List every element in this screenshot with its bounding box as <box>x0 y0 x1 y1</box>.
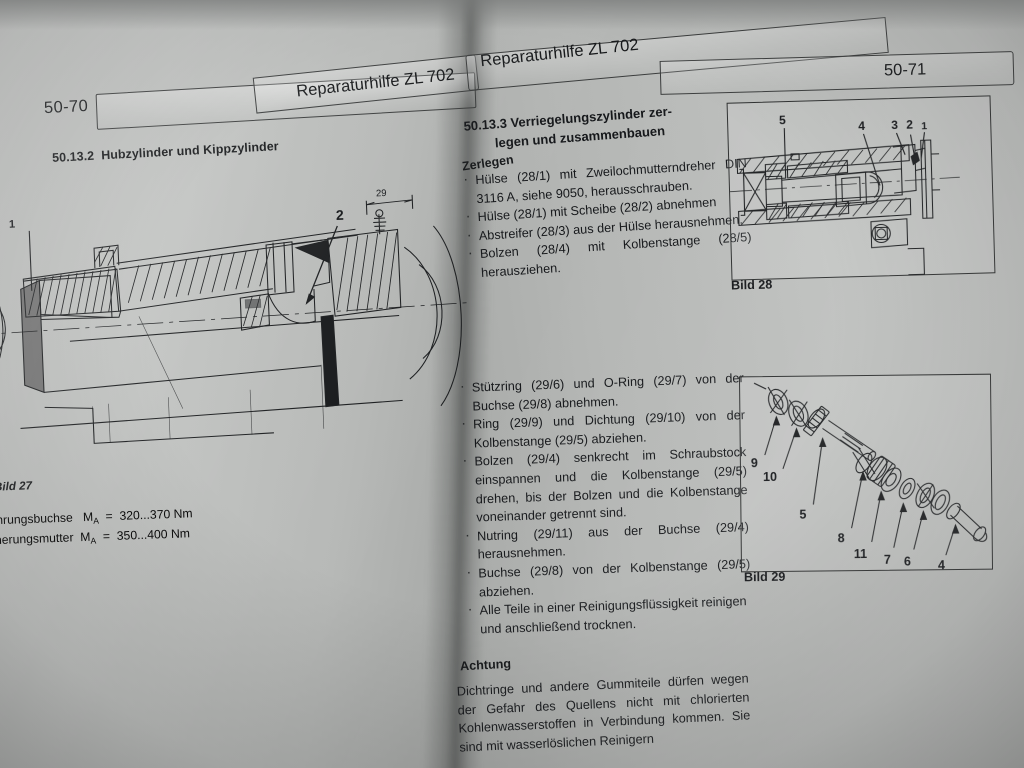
step-item: Bolzen (29/4) senkrecht im Schraubstock … <box>460 443 748 527</box>
figure28-callout-3: 3 <box>891 118 898 132</box>
left-page-number: 50-70 <box>43 96 89 118</box>
figure29-callout-11: 11 <box>854 547 867 561</box>
figure28-callout-2: 2 <box>906 118 913 132</box>
figure29-drawing: 9 10 5 8 11 7 6 4 <box>751 382 988 572</box>
torque-eq-1: = <box>102 529 111 544</box>
figure29-callout-9: 9 <box>751 456 758 470</box>
figure27-callout-1: 1 <box>9 218 16 230</box>
right-page-number: 50-71 <box>883 60 927 80</box>
figure29-caption: Bild 29 <box>743 569 786 585</box>
figure28-callout-1: 1 <box>921 120 927 132</box>
torque-subscript-0: A <box>93 515 100 526</box>
torque-eq-0: = <box>105 509 113 524</box>
figure27-dimension: 29 <box>376 188 387 199</box>
steps-group-1: Hülse (28/1) mit Zweilochmutterndreher D… <box>461 154 753 283</box>
figure28-callout-5: 5 <box>779 113 786 127</box>
notice-heading: Achtung <box>459 656 512 674</box>
torque-value-1: 350...400 Nm <box>116 526 191 543</box>
figure28-drawing: 5 4 3 2 1 <box>730 113 960 276</box>
figure29-callout-6: 6 <box>904 555 911 569</box>
figure27-caption: Bild 27 <box>0 479 33 494</box>
figure28-frame: 5 4 3 2 1 <box>726 95 996 281</box>
torque-part-1: Sicherungsmutter <box>0 530 74 548</box>
figure-hydraulic-cylinder-section: 1 2 29 <box>0 188 469 444</box>
figure29-callout-7: 7 <box>884 553 891 567</box>
figure29-frame: 9 10 5 8 11 7 6 4 <box>738 373 994 573</box>
figure28-callout-4: 4 <box>858 119 865 133</box>
torque-symbol-0: M <box>82 509 94 525</box>
figure29-callout-5: 5 <box>799 508 806 522</box>
figure28-caption: Bild 28 <box>730 277 773 293</box>
torque-part-0: Führungsbuchse <box>0 510 74 528</box>
figure29-callout-8: 8 <box>838 531 845 545</box>
torque-value-0: 320...370 Nm <box>119 506 193 523</box>
left-section-number: 50.13.2 <box>51 148 95 165</box>
notice-text: Dichtringe und andere Gummiteile dürfen … <box>456 671 751 755</box>
figure29-callout-10: 10 <box>763 470 777 484</box>
steps-group-2: Stützring (29/6) und O-Ring (29/7) von d… <box>458 369 753 639</box>
right-section-number: 50.13.3 <box>463 115 508 134</box>
figure29-callout-4: 4 <box>938 558 945 572</box>
figure27-callout-2: 2 <box>336 207 345 223</box>
torque-subscript-1: A <box>90 535 97 546</box>
